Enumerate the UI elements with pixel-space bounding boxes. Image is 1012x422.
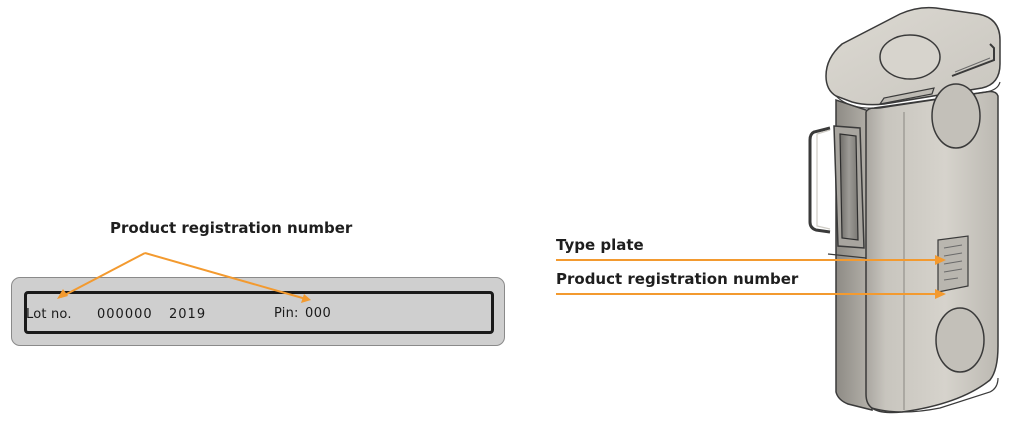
lot-label: Lot no. <box>26 307 72 322</box>
left-callout-arrows <box>57 252 311 303</box>
type-plate-arrowhead <box>935 255 946 265</box>
lot-number-plate: Lot no. 000000 2019 Pin: 000 <box>11 277 505 346</box>
arrowhead-pin <box>301 294 311 303</box>
right-callout-arrows <box>556 255 946 299</box>
arrow-to-pin <box>144 252 307 300</box>
type-plate-label: Type plate <box>556 236 644 254</box>
left-callout-label: Product registration number <box>110 219 353 237</box>
pin-value: 000 <box>305 306 332 321</box>
stove-illustration <box>808 6 1001 414</box>
plate-frame <box>24 291 494 334</box>
registration-arrowhead <box>935 289 946 299</box>
product-registration-label: Product registration number <box>556 270 799 288</box>
pin-label: Pin: <box>274 306 299 321</box>
arrow-to-lot-number <box>60 252 146 298</box>
lot-year-value: 2019 <box>169 307 207 322</box>
arrowhead-lot-number <box>57 289 68 299</box>
lot-number-value: 000000 <box>97 307 153 322</box>
